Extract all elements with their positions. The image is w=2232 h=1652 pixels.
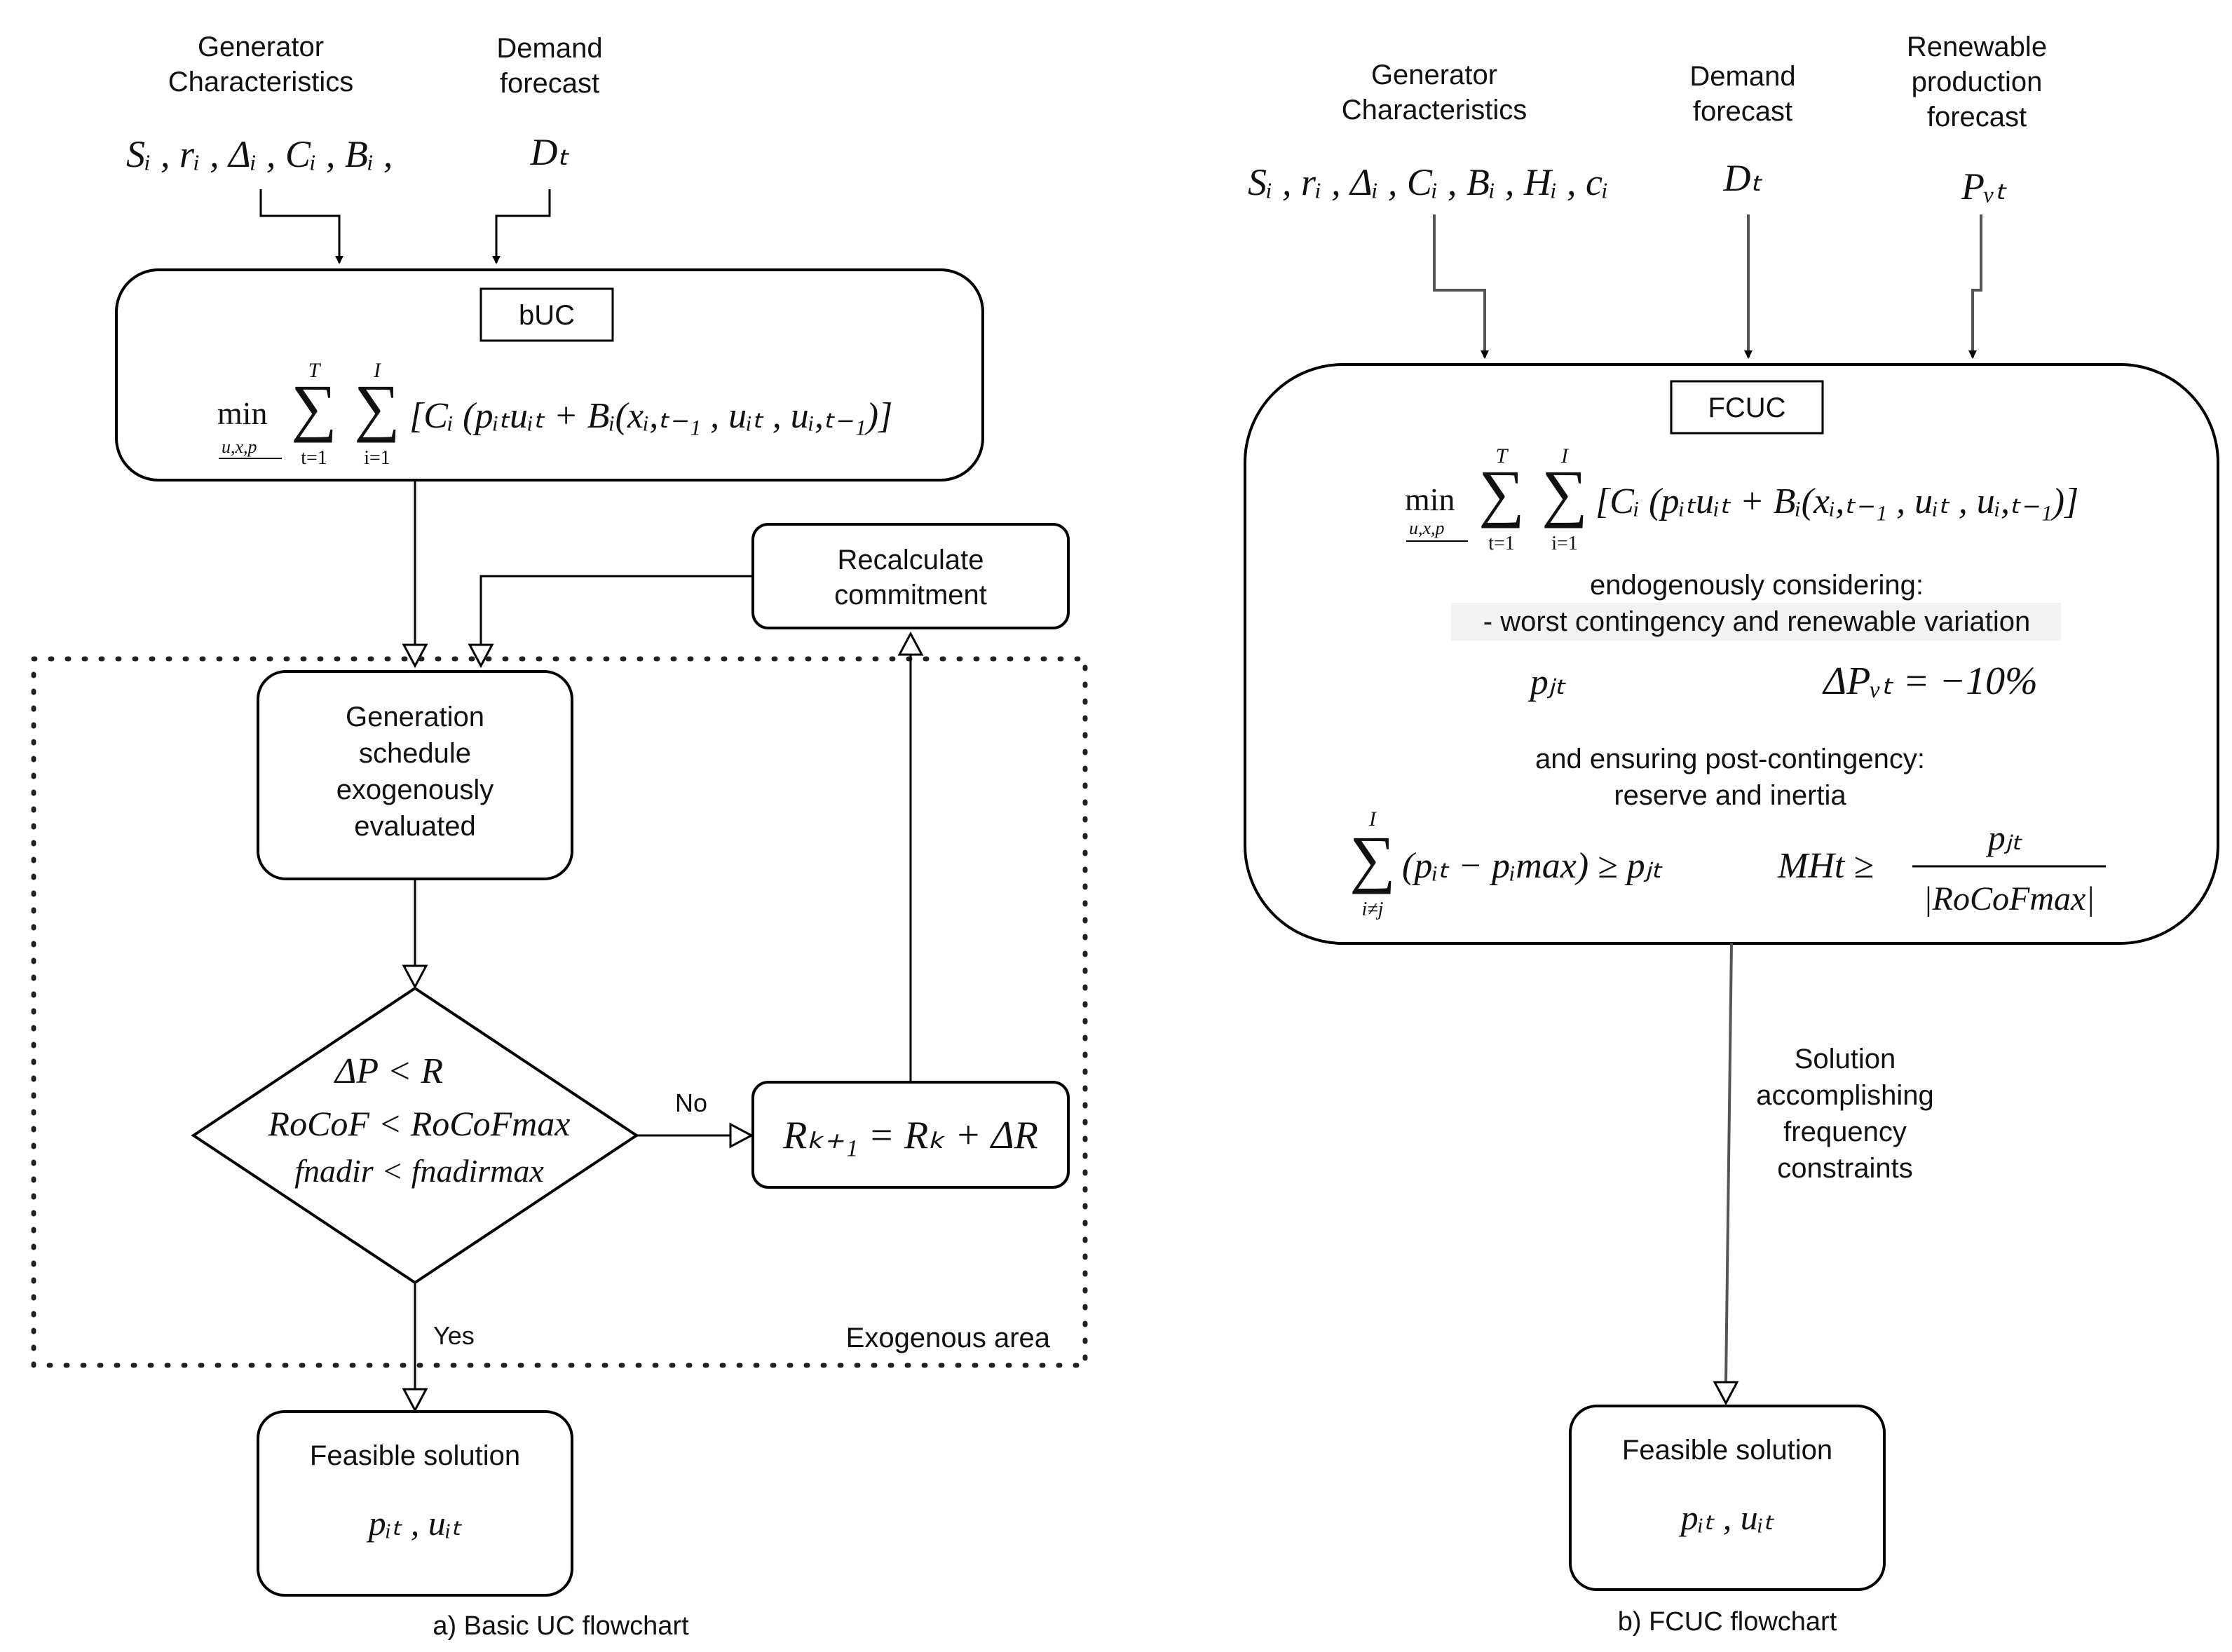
right-caption: b) FCUC flowchart [1618,1607,1837,1637]
recalculate-to-generation-arrowhead [468,643,494,669]
buc-objective-body: [Cᵢ (pᵢₜuᵢₜ + Bᵢ(xᵢ,ₜ₋₁ , uᵢₜ , uᵢ,ₜ₋₁)] [409,396,892,436]
fcuc-sum-i-bottom: i=1 [1551,533,1578,554]
endogenous-line-2: - worst contingency and renewable variat… [1483,606,2030,637]
update-to-recalculate-arrowhead [897,631,924,656]
recalculate-line-2: commitment [834,580,987,610]
inertia-numerator: pⱼₜ [1986,818,2023,857]
left-feasible-vars: pᵢₜ , uᵢₜ [367,1503,463,1543]
inertia-denominator: |RoCoFmax| [1923,880,2095,917]
left-demand-symbol: Dₜ [530,131,570,173]
reserve-constraint: (pᵢₜ − pᵢmax) ≥ pⱼₜ [1402,846,1663,886]
ensuring-line-2: reserve and inertia [1614,780,1846,811]
fcuc-sum-i-top: I [1560,444,1570,467]
recalculate-line-1: Recalculate [837,545,984,575]
recalculate-to-generation-line [479,575,753,645]
fcuc-sum-t-top: T [1496,444,1509,467]
endogenous-line-1: endogenously considering: [1590,570,1924,601]
solution-label-4: constraints [1777,1153,1912,1184]
generation-line-1: Generation [346,702,484,732]
solution-label-3: frequency [1783,1117,1907,1147]
left-demand-title-2: forecast [500,68,599,99]
right-demand-title-2: forecast [1693,96,1792,127]
reserve-sum-top: I [1368,807,1377,831]
right-generator-symbols: Sᵢ , rᵢ , Δᵢ , Cᵢ , Bᵢ , Hᵢ , cᵢ [1248,161,1608,203]
left-generator-symbols: Sᵢ , rᵢ , Δᵢ , Cᵢ , Bᵢ , [126,133,393,175]
decision-yes-arrowhead [402,1388,428,1413]
fcuc-min-sub: u,x,p [1409,518,1445,538]
reserve-sum: ∑ [1349,823,1396,894]
renewable-variation: ΔPᵥₜ = −10% [1822,660,2037,703]
buc-sum-i-top: I [373,359,382,382]
left-demand-title-1: Demand [496,33,602,64]
buc-tag: bUC [519,300,575,331]
recalculate-box [751,523,1070,629]
right-generator-title-1: Generator [1371,60,1497,90]
right-feasible-box [1569,1405,1886,1591]
renewable-symbol: Pᵥₜ [1961,165,2007,207]
exogenous-area-label: Exogenous area [846,1323,1051,1353]
buc-tag-box [479,287,614,342]
buc-sum-t: ∑ [291,371,337,443]
solution-label-1: Solution [1795,1044,1896,1074]
renewable-title-2: production [1912,67,2043,97]
right-demand-title-1: Demand [1689,61,1795,92]
reserve-update-formula: Rₖ₊₁ = Rₖ + ΔR [782,1114,1038,1157]
left-feasible-title: Feasible solution [310,1440,520,1471]
fcuc-sum-i: ∑ [1542,457,1588,528]
right-flowchart: Generator Characteristics Sᵢ , rᵢ , Δᵢ ,… [1244,32,2219,1637]
buc-sum-i-bottom: i=1 [364,447,390,469]
generation-schedule-box [257,670,573,880]
reserve-sum-bottom: i≠j [1362,899,1384,920]
right-feasible-title: Feasible solution [1622,1435,1832,1466]
fcuc-to-feasible-arrowhead [1713,1381,1739,1406]
buc-to-generation-arrowhead [402,643,428,669]
decision-no-arrowhead [729,1122,754,1149]
generation-line-4: evaluated [354,811,475,842]
left-generator-arrow [259,189,343,264]
renewable-arrow [1968,214,1982,359]
left-feasible-box [257,1410,573,1597]
left-flowchart: Generator Characteristics Sᵢ , rᵢ , Δᵢ ,… [31,32,1088,1641]
decision-cond-1: ΔP < R [334,1051,443,1091]
generation-to-decision-arrowhead [402,964,428,990]
left-demand-arrow [492,189,551,264]
exogenous-area-border [31,656,1088,1368]
decision-no-label: No [675,1088,707,1117]
buc-box [115,268,984,482]
decision-cond-3: fnadir < fnadirmax [294,1153,544,1189]
generation-line-2: schedule [359,738,471,769]
buc-sum-t-bottom: t=1 [301,447,327,469]
right-demand-symbol: Dₜ [1723,157,1763,199]
renewable-title-3: forecast [1927,102,2027,132]
solution-label-2: accomplishing [1756,1080,1933,1111]
buc-min: min [217,395,268,431]
endogenous-highlight [1451,603,2061,641]
fcuc-sum-t: ∑ [1478,457,1525,528]
fcuc-to-feasible-line [1724,943,1733,1383]
left-caption: a) Basic UC flowchart [433,1611,689,1641]
worst-contingency-pjt: pⱼₜ [1527,662,1567,702]
inertia-lhs: MHt ≥ [1777,846,1874,886]
generation-line-3: exogenously [336,774,494,805]
ensuring-line-1: and ensuring post-contingency: [1535,744,1925,774]
buc-min-sub: u,x,p [222,437,257,457]
fcuc-min: min [1405,482,1455,517]
fcuc-sum-t-bottom: t=1 [1488,533,1515,554]
buc-sum-t-top: T [308,359,322,382]
right-generator-title-2: Characteristics [1342,95,1527,125]
fcuc-tag: FCUC [1708,392,1785,423]
left-generator-title-2: Characteristics [168,67,354,97]
fcuc-objective-body: [Cᵢ (pᵢₜuᵢₜ + Bᵢ(xᵢ,ₜ₋₁ , uᵢₜ , uᵢ,ₜ₋₁)] [1595,482,2078,521]
decision-yes-label: Yes [433,1321,475,1350]
right-generator-arrow [1433,214,1489,359]
right-feasible-vars: pᵢₜ , uᵢₜ [1679,1498,1775,1537]
fcuc-tag-box [1670,380,1824,435]
decision-cond-2: RoCoF < RoCoFmax [268,1104,571,1143]
buc-sum-i: ∑ [354,371,400,443]
left-generator-title-1: Generator [198,32,324,62]
renewable-title-1: Renewable [1907,32,2047,62]
